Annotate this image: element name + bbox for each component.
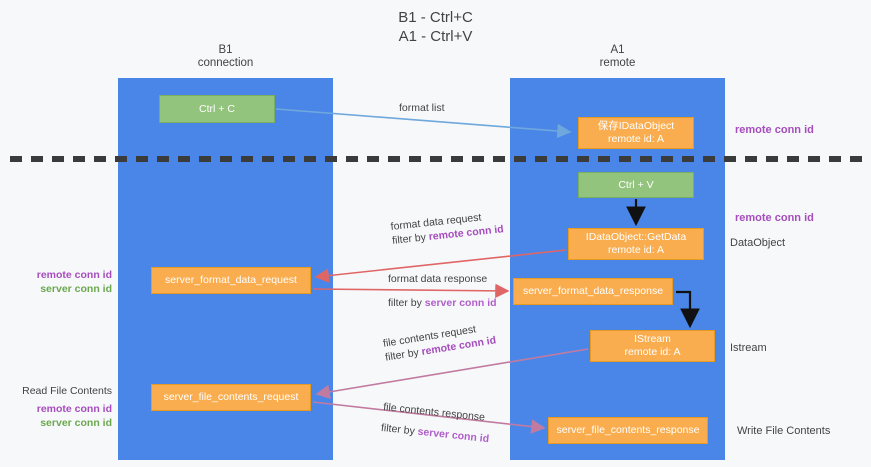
left-label-read-file-contents-group: Read File Contents xyxy=(0,384,112,398)
right-label-remote-conn-id-top: remote conn id xyxy=(735,124,814,136)
box-getdata-label: IDataObject::GetData xyxy=(585,231,687,243)
box-server-format-data-request-label: server_format_data_request xyxy=(165,274,297,286)
box-istream-label: IStream xyxy=(634,333,671,345)
box-getdata-remote-id: remote id: A xyxy=(607,244,665,256)
lane-header-a1: A1 remote xyxy=(510,44,725,70)
box-server-file-contents-request[interactable]: server_file_contents_request xyxy=(151,384,311,411)
title-line-1: B1 - Ctrl+C xyxy=(398,9,473,26)
box-server-file-contents-request-label: server_file_contents_request xyxy=(163,391,299,403)
box-ctrl-c[interactable]: Ctrl + C xyxy=(159,95,275,123)
lane-header-b1: B1 connection xyxy=(118,44,333,70)
box-server-format-data-response-label: server_format_data_response xyxy=(522,285,664,297)
filter-prefix: filter by xyxy=(388,297,425,309)
filter-key-server-conn-id: server conn id xyxy=(424,297,497,309)
arrow-format-data-response xyxy=(312,283,510,299)
box-save-idataobject-label: 保存IDataObject xyxy=(597,120,675,132)
arrow-format-list xyxy=(275,108,572,139)
filter-prefix: filter by xyxy=(380,421,419,438)
phase-divider xyxy=(10,156,862,162)
arrow-format-data-request xyxy=(314,249,567,283)
legend-middle-remote-conn-id: remote conn id xyxy=(36,269,112,281)
lane-header-a1-sub: remote xyxy=(599,57,636,69)
box-save-idataobject-remote-id: remote id: A xyxy=(607,133,665,145)
lane-header-a1-name: A1 xyxy=(610,44,625,56)
filter-prefix: filter by xyxy=(391,231,430,247)
legend-bottom: remote conn id server conn id xyxy=(0,402,112,430)
left-label-read-file-contents: Read File Contents xyxy=(22,385,112,397)
box-server-format-data-request[interactable]: server_format_data_request xyxy=(151,267,311,294)
legend-bottom-remote-conn-id: remote conn id xyxy=(36,403,112,415)
legend-middle: remote conn id server conn id xyxy=(0,268,112,296)
box-save-idataobject[interactable]: 保存IDataObject remote id: A xyxy=(578,117,694,149)
legend-middle-server-conn-id: server conn id xyxy=(40,283,112,295)
legend-bottom-server-conn-id: server conn id xyxy=(40,417,112,429)
box-ctrl-v[interactable]: Ctrl + V xyxy=(578,172,694,198)
right-label-write-file-contents: Write File Contents xyxy=(737,425,831,437)
box-ctrl-c-label: Ctrl + C xyxy=(199,102,235,115)
arrow-label-format-data-response-line1: format data response xyxy=(388,273,488,285)
box-server-file-contents-response-label: server_file_contents_response xyxy=(556,424,700,436)
box-ctrl-v-label: Ctrl + V xyxy=(618,178,654,191)
title-line-2: A1 - Ctrl+V xyxy=(398,28,473,45)
box-istream[interactable]: IStream remote id: A xyxy=(590,330,715,362)
lane-header-b1-sub: connection xyxy=(197,57,254,69)
right-label-remote-conn-id-mid: remote conn id xyxy=(735,212,814,224)
right-label-data-object: DataObject xyxy=(730,237,786,249)
lane-header-b1-name: B1 xyxy=(218,44,233,56)
box-server-format-data-response[interactable]: server_format_data_response xyxy=(513,278,673,305)
box-server-file-contents-response[interactable]: server_file_contents_response xyxy=(548,417,708,444)
box-idataobject-getdata[interactable]: IDataObject::GetData remote id: A xyxy=(568,228,704,260)
arrow-label-format-data-response: format data response filter by server co… xyxy=(388,272,497,310)
arrow-response-to-istream xyxy=(676,290,700,329)
box-istream-remote-id: remote id: A xyxy=(624,346,681,358)
right-label-istream: Istream xyxy=(730,342,767,354)
arrow-label-format-data-response-line2: filter by server conn id xyxy=(388,296,497,310)
page-title: B1 - Ctrl+C A1 - Ctrl+V xyxy=(0,8,871,46)
arrow-label-format-list: format list xyxy=(399,102,445,114)
arrow-file-contents-response xyxy=(312,401,546,434)
arrow-file-contents-request xyxy=(315,348,589,400)
